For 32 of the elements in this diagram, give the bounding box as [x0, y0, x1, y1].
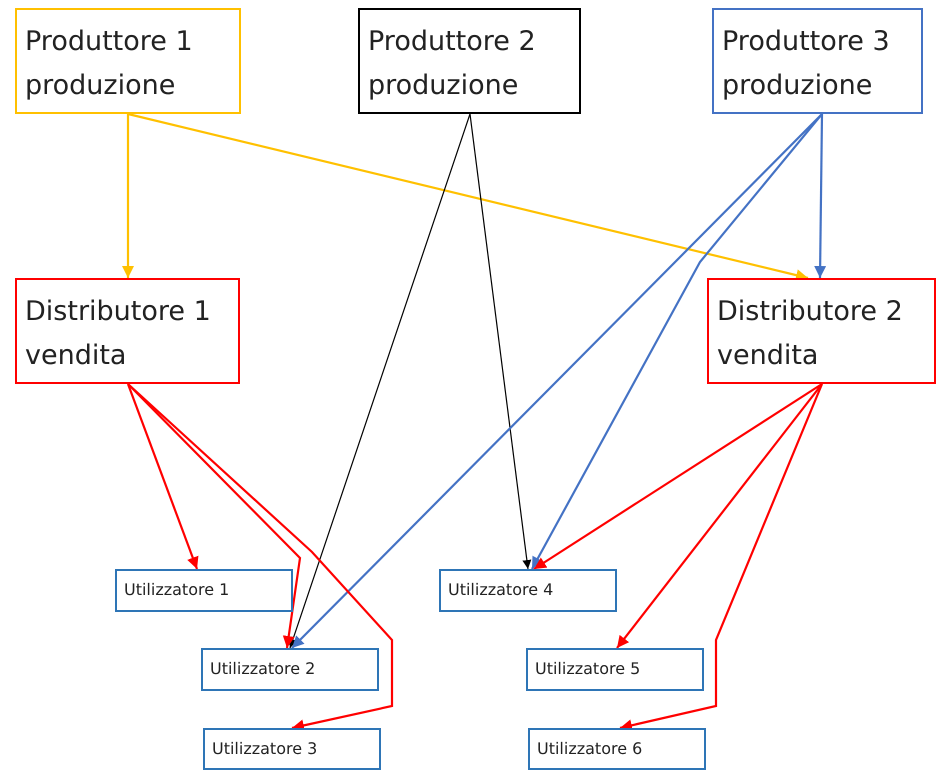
node-label: Utilizzatore 3	[212, 738, 318, 760]
node-label: Produttore 1 produzione	[25, 25, 194, 103]
arrow	[127, 383, 302, 648]
arrow	[469, 114, 532, 570]
arrow	[533, 383, 823, 570]
node-label: Utilizzatore 5	[535, 658, 642, 680]
user-box	[203, 728, 381, 770]
entity-box	[358, 8, 581, 114]
user-box	[528, 728, 706, 770]
user-box	[201, 648, 379, 691]
arrow	[616, 383, 823, 649]
user-box	[526, 648, 704, 691]
node-label: Distributore 1 vendita	[25, 295, 212, 373]
entity-box	[15, 278, 240, 384]
entity-box	[712, 8, 923, 114]
node-label: Utilizzatore 4	[448, 579, 554, 601]
arrow	[291, 113, 823, 649]
arrow	[122, 114, 134, 278]
arrow	[814, 114, 826, 278]
arrow	[531, 113, 823, 570]
arrow	[288, 114, 471, 648]
node-label: Distributore 2 vendita	[717, 295, 904, 373]
node-label: Utilizzatore 6	[537, 738, 644, 760]
entity-box	[15, 8, 241, 114]
arrow	[126, 384, 198, 570]
node-label: Produttore 3 produzione	[722, 25, 891, 103]
entity-box	[707, 278, 936, 384]
node-label: Utilizzatore 1	[124, 579, 230, 601]
node-label: Utilizzatore 2	[210, 658, 316, 680]
user-box	[115, 569, 293, 612]
user-box	[439, 569, 617, 612]
node-label: Produttore 2 produzione	[368, 25, 537, 103]
